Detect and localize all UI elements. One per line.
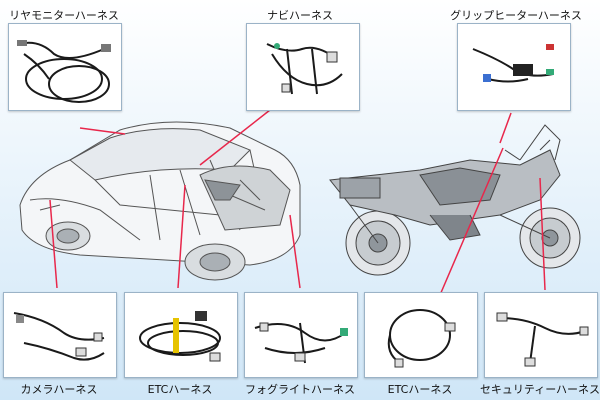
leader-etc-bike xyxy=(439,147,504,296)
leader-lines xyxy=(49,109,546,296)
security-harness-image xyxy=(496,312,589,367)
foglight-harness-image xyxy=(254,322,348,364)
thumb-foglight xyxy=(244,292,358,378)
label-rear-monitor: リヤモニターハーネス xyxy=(9,9,119,22)
label-foglight: フォグライトハーネス xyxy=(245,383,355,396)
leader-rear-monitor xyxy=(79,127,126,135)
rear-monitor-harness-image xyxy=(17,40,111,103)
leader-foglight xyxy=(289,214,301,289)
car-illustration xyxy=(19,121,301,281)
grip-heater-harness-image xyxy=(472,44,554,83)
thumb-rear-monitor xyxy=(8,23,122,111)
label-grip-heater: グリップヒーターハーネス xyxy=(450,9,582,22)
thumb-camera xyxy=(3,292,117,378)
thumb-etc-car xyxy=(124,292,238,378)
label-navi: ナビハーネス xyxy=(267,9,333,22)
leader-camera xyxy=(49,199,58,289)
label-etc-bike: ETCハーネス xyxy=(387,383,453,396)
label-security: セキュリティーハーネス xyxy=(479,383,600,396)
thumb-etc-bike xyxy=(364,292,478,378)
thumb-grip-heater xyxy=(457,23,571,111)
label-camera: カメラハーネス xyxy=(20,383,98,396)
motorcycle-illustration xyxy=(329,124,581,276)
camera-harness-image xyxy=(13,312,105,361)
thumb-security xyxy=(484,292,598,378)
navi-harness-image xyxy=(266,43,343,95)
leader-navi xyxy=(199,109,271,166)
leader-security xyxy=(539,177,546,291)
etc-bike-harness-image xyxy=(387,309,456,368)
leader-etc-car xyxy=(177,184,186,289)
label-etc-car: ETCハーネス xyxy=(147,383,213,396)
leader-grip-heater xyxy=(499,112,512,144)
thumb-navi xyxy=(246,23,360,111)
etc-car-harness-image xyxy=(139,311,221,362)
